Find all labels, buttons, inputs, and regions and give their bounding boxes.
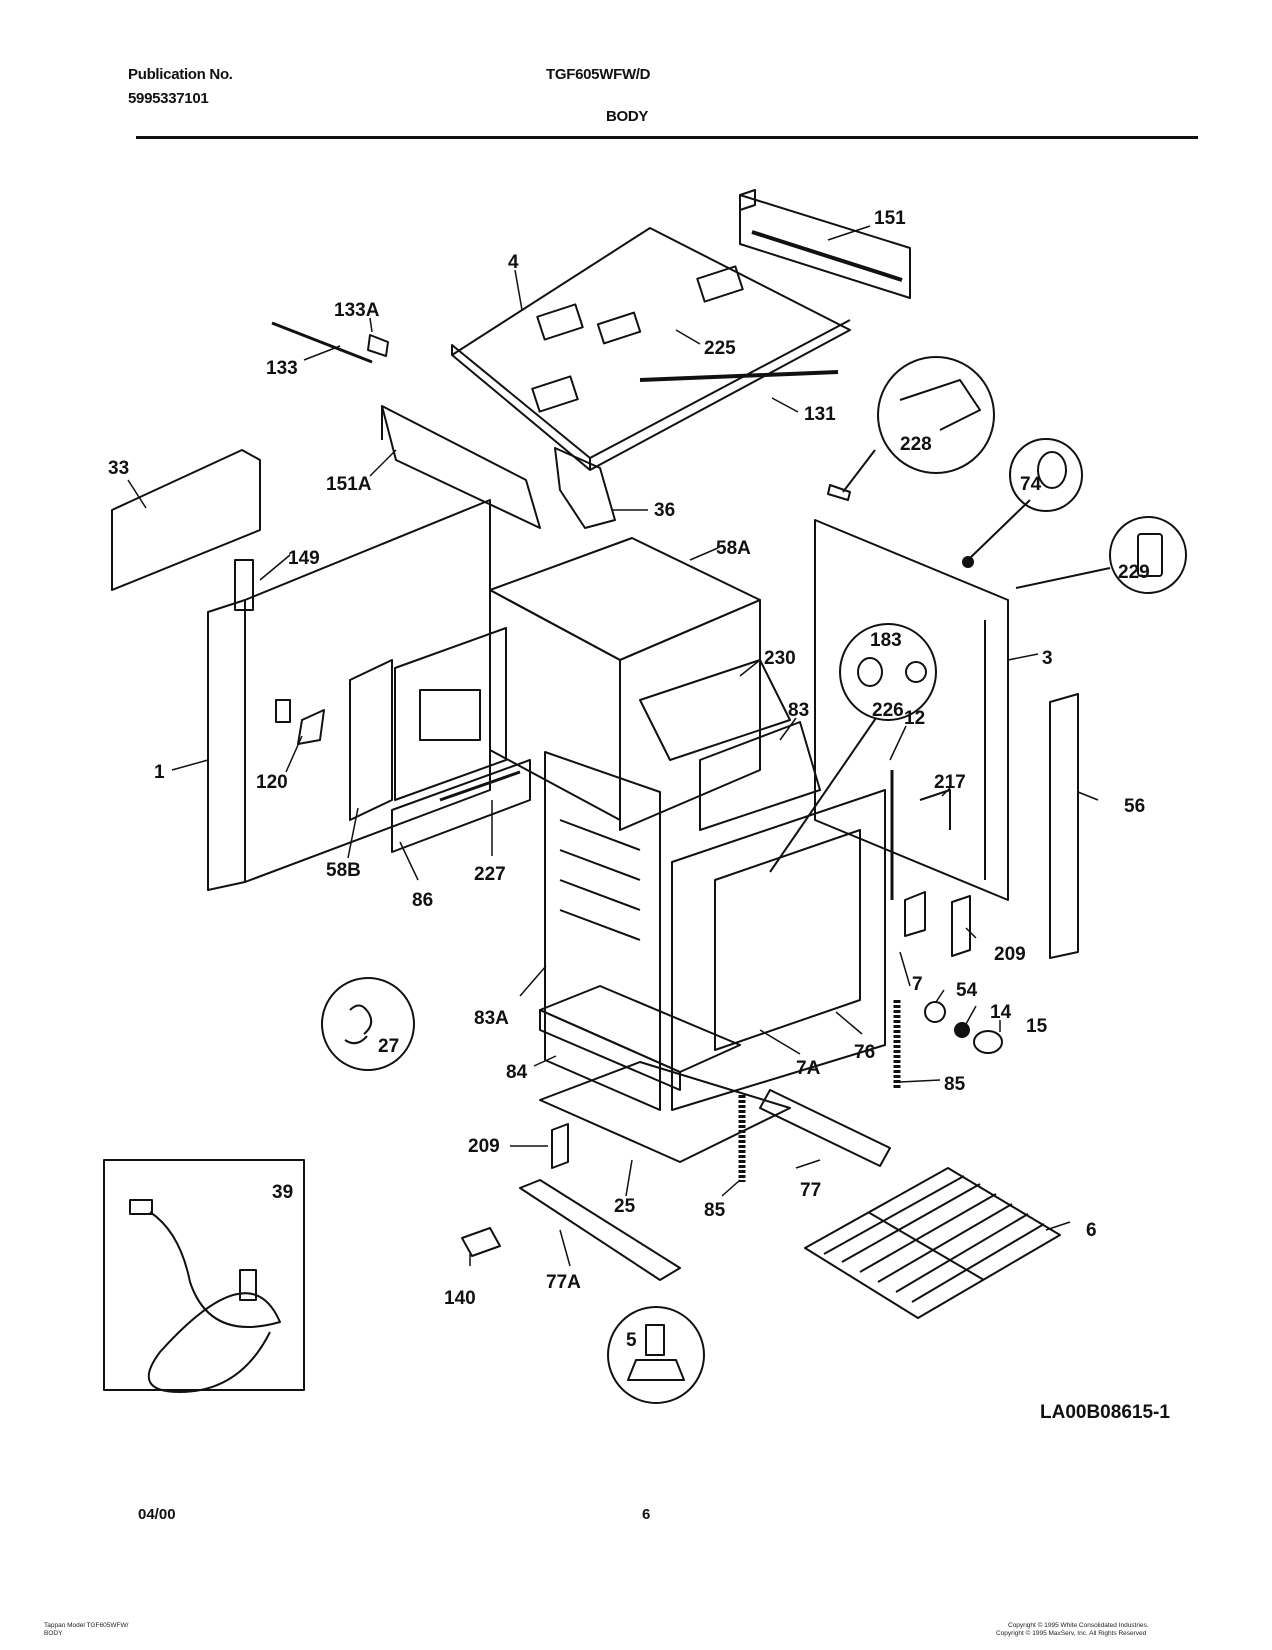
detail-5-leveler <box>607 1306 705 1404</box>
callout-84: 84 <box>506 1062 528 1083</box>
callout-6: 6 <box>1086 1220 1097 1241</box>
part-77A-rail <box>519 1179 681 1281</box>
callout-209-left: 209 <box>468 1136 500 1157</box>
callout-140: 140 <box>444 1288 476 1309</box>
callout-74: 74 <box>1020 474 1042 495</box>
callout-85-left: 85 <box>704 1200 726 1221</box>
callout-15: 15 <box>1026 1016 1048 1037</box>
header-rule <box>136 136 1198 139</box>
callout-77: 77 <box>800 1180 821 1201</box>
part-33-side-trim <box>111 449 261 591</box>
part-151A-front-trim <box>381 405 541 529</box>
callout-230: 230 <box>764 648 796 669</box>
part-6-oven-rack <box>804 1167 1061 1319</box>
callout-133: 133 <box>266 358 298 379</box>
callout-83: 83 <box>788 700 809 721</box>
callout-27: 27 <box>378 1036 399 1057</box>
callout-5: 5 <box>626 1330 637 1351</box>
copyright-line-2: Copyright © 1995 MaxServ, Inc. All Right… <box>996 1630 1147 1637</box>
callout-12: 12 <box>904 708 925 729</box>
callout-56: 56 <box>1124 796 1145 817</box>
part-133-bracket <box>271 321 389 364</box>
callout-229: 229 <box>1118 562 1150 583</box>
callout-225: 225 <box>704 338 736 359</box>
callout-120: 120 <box>256 772 288 793</box>
callout-58B: 58B <box>326 860 361 881</box>
callout-7: 7 <box>912 974 923 995</box>
callout-33: 33 <box>108 458 129 479</box>
section-title: BODY <box>606 108 649 125</box>
callout-3: 3 <box>1042 648 1053 669</box>
part-84-broiler <box>539 985 741 1091</box>
callout-209-right: 209 <box>994 944 1026 965</box>
callout-4: 4 <box>508 252 519 273</box>
callout-1: 1 <box>154 762 165 783</box>
callout-76: 76 <box>854 1042 875 1063</box>
diagram-reference: LA00B08615-1 <box>1040 1402 1170 1423</box>
footer-date: 04/00 <box>138 1506 176 1523</box>
callout-149: 149 <box>288 548 320 569</box>
callout-151: 151 <box>874 208 906 229</box>
publication-label: Publication No. <box>128 66 233 83</box>
callout-183: 183 <box>870 630 902 651</box>
detail-27 <box>321 977 415 1071</box>
callout-83A: 83A <box>474 1008 509 1029</box>
part-58A-oven-liner <box>489 537 791 831</box>
callout-227: 227 <box>474 864 506 885</box>
callout-131: 131 <box>804 404 836 425</box>
callout-36: 36 <box>654 500 675 521</box>
callout-labels: 151 4 133A 133 225 131 228 33 151A 36 74… <box>108 208 1150 1351</box>
footer-section-line: BODY <box>44 1630 63 1637</box>
callout-77A: 77A <box>546 1272 581 1293</box>
detail-183-226 <box>769 623 937 873</box>
callout-54: 54 <box>956 980 978 1001</box>
leader-lines <box>127 225 1099 1267</box>
callout-226: 226 <box>872 700 904 721</box>
callout-25: 25 <box>614 1196 636 1217</box>
detail-74-knob <box>962 438 1083 568</box>
part-36-trim <box>554 447 616 529</box>
callout-7A: 7A <box>796 1058 821 1079</box>
callout-86: 86 <box>412 890 433 911</box>
detail-228 <box>842 356 995 493</box>
callout-228: 228 <box>900 434 932 455</box>
callout-217: 217 <box>934 772 966 793</box>
part-151-rear-trim <box>739 189 911 299</box>
publication-number: 5995337101 <box>128 90 209 107</box>
page-number: 6 <box>642 1506 651 1523</box>
detail-229 <box>1015 516 1187 594</box>
part-58B-insulation <box>349 627 507 821</box>
part-3-rear-panel <box>814 519 1009 901</box>
range-front-frame <box>544 721 886 1111</box>
callout-133A: 133A <box>334 300 380 321</box>
part-25-bottom-panel <box>539 1061 791 1163</box>
callout-39: 39 <box>272 1182 293 1203</box>
callout-151A: 151A <box>326 474 372 495</box>
callout-58A: 58A <box>716 538 751 559</box>
callout-85-right: 85 <box>944 1074 966 1095</box>
footer-model-line: Tappan Model TGF605WFW/ <box>44 1622 129 1629</box>
part-77-rail <box>759 1089 891 1167</box>
callout-14: 14 <box>990 1002 1012 1023</box>
model-number: TGF605WFW/D <box>546 66 651 83</box>
copyright-line-1: Copyright © 1995 White Consolidated Indu… <box>1008 1622 1149 1629</box>
part-39-power-cord <box>103 1159 305 1393</box>
